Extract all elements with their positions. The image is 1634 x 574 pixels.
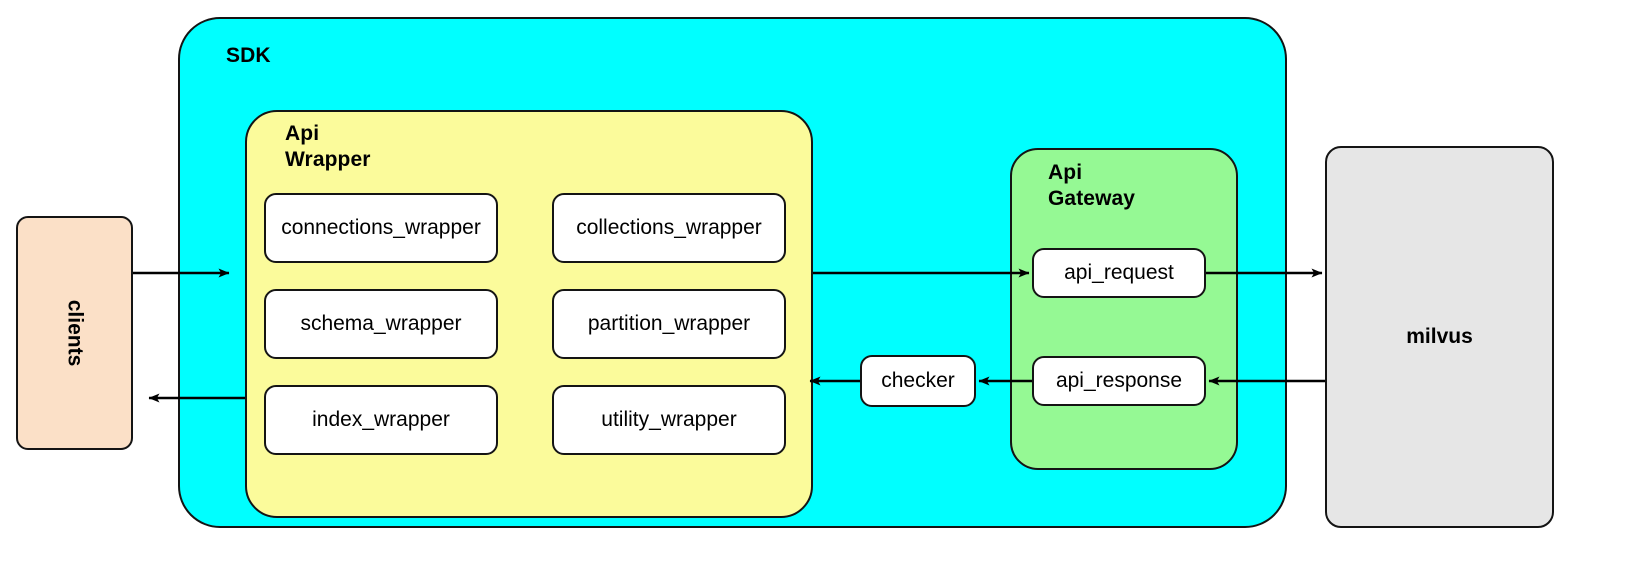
node-milvus[interactable]: milvus [1325, 146, 1554, 528]
node-index-wrapper-label: index_wrapper [312, 408, 450, 431]
node-utility-wrapper-label: utility_wrapper [601, 408, 737, 431]
node-checker[interactable]: checker [860, 355, 976, 407]
node-api-response-label: api_response [1055, 369, 1183, 392]
node-milvus-label: milvus [1406, 325, 1473, 348]
node-clients[interactable]: clients [16, 216, 133, 450]
node-collections-wrapper[interactable]: collections_wrapper [552, 193, 786, 263]
container-sdk-label: SDK [226, 44, 271, 67]
node-index-wrapper[interactable]: index_wrapper [264, 385, 498, 455]
node-partition-wrapper[interactable]: partition_wrapper [552, 289, 786, 359]
node-connections-wrapper[interactable]: connections_wrapper [264, 193, 498, 263]
node-schema-wrapper-label: schema_wrapper [300, 312, 462, 335]
node-collections-wrapper-label: collections_wrapper [576, 216, 762, 239]
node-clients-label: clients [63, 299, 87, 367]
node-api-request-label: api_request [1064, 261, 1174, 284]
node-api-response[interactable]: api_response [1032, 356, 1206, 406]
container-api-gateway[interactable]: Api Gateway [1010, 148, 1238, 470]
node-checker-label: checker [881, 369, 955, 392]
node-partition-wrapper-label: partition_wrapper [587, 312, 751, 335]
node-connections-wrapper-label: connections_wrapper [281, 216, 481, 239]
node-schema-wrapper[interactable]: schema_wrapper [264, 289, 498, 359]
container-api-wrapper-label: Api Wrapper [285, 122, 371, 172]
container-api-gateway-label: Api Gateway [1048, 161, 1136, 211]
node-api-request[interactable]: api_request [1032, 248, 1206, 298]
node-utility-wrapper[interactable]: utility_wrapper [552, 385, 786, 455]
